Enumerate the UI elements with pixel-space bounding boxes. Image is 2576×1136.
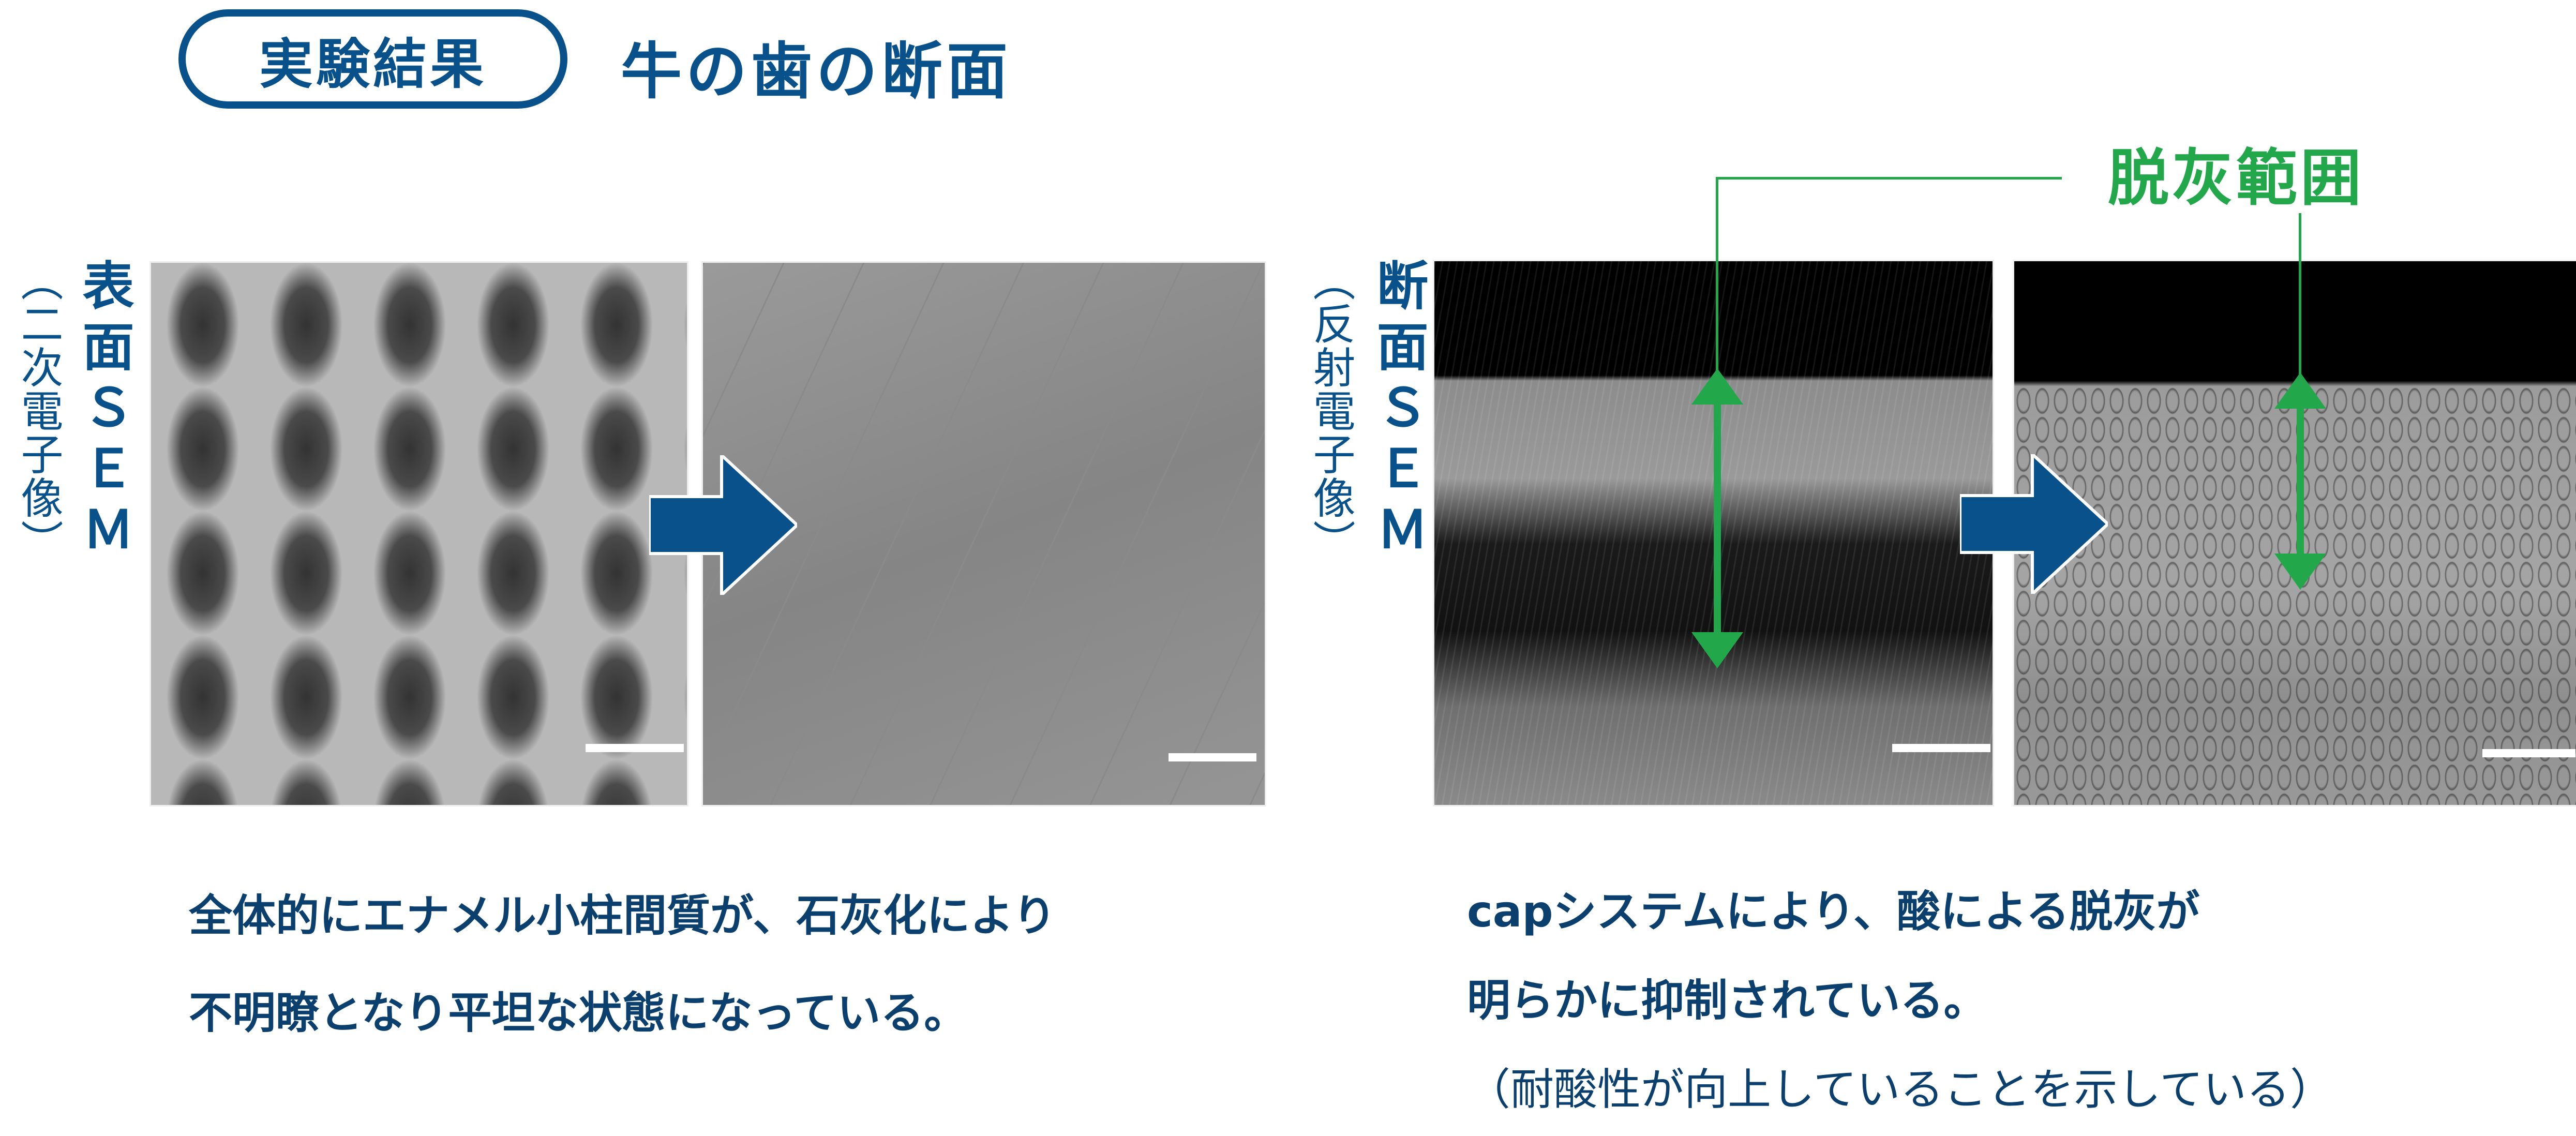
scale-bar [1169, 753, 1256, 761]
caption-line: capシステムにより、酸による脱灰が [1467, 886, 2200, 937]
cross-section-sem-image-before [1434, 261, 1993, 805]
scale-bar [2482, 749, 2575, 757]
right-arrow-icon [1960, 454, 2108, 594]
caption-line: 不明瞭となり平坦な状態になっている。 [189, 988, 968, 1038]
cross-section-sem-label: 断面ＳＥＭ [1368, 259, 1428, 564]
surface-sem-image-before [151, 263, 687, 805]
caption-line: 全体的にエナメル小柱間質が、石灰化により [189, 890, 1056, 941]
result-badge: 実験結果 [178, 9, 567, 109]
result-badge-label: 実験結果 [259, 32, 487, 96]
surface-sem-label: 表面ＳＥＭ [73, 259, 134, 564]
right-arrow-icon [649, 455, 797, 595]
page-title: 牛の歯の断面 [621, 36, 1012, 107]
leader-line [1717, 177, 2062, 180]
leader-line [2299, 213, 2301, 379]
depth-arrow-before-icon [1691, 368, 1743, 668]
caption-line: 明らかに抑制されている。 [1467, 975, 1987, 1026]
cross-section-caption: capシステムにより、酸による脱灰が 明らかに抑制されている。 （耐酸性が向上し… [1467, 867, 2333, 1134]
cross-section-sem-sublabel: （反射電子像） [1306, 259, 1355, 563]
surface-caption: 全体的にエナメル小柱間質が、石灰化により 不明瞭となり平坦な状態になっている。 [189, 867, 1056, 1062]
texture-overlay [2014, 386, 2576, 805]
scale-bar [1892, 744, 1990, 752]
surface-sem-sublabel: （二次電子像） [13, 259, 63, 563]
cross-section-sem-image-after [2014, 261, 2576, 805]
caption-line: （耐酸性が向上していることを示している） [1467, 1064, 2333, 1115]
depth-arrow-after-icon [2274, 372, 2326, 590]
texture-overlay [1434, 261, 1993, 805]
scale-bar [586, 744, 684, 752]
leader-line [1716, 177, 1718, 379]
demineralization-range-label: 脱灰範囲 [2108, 142, 2365, 214]
surface-sem-image-after [703, 263, 1265, 805]
